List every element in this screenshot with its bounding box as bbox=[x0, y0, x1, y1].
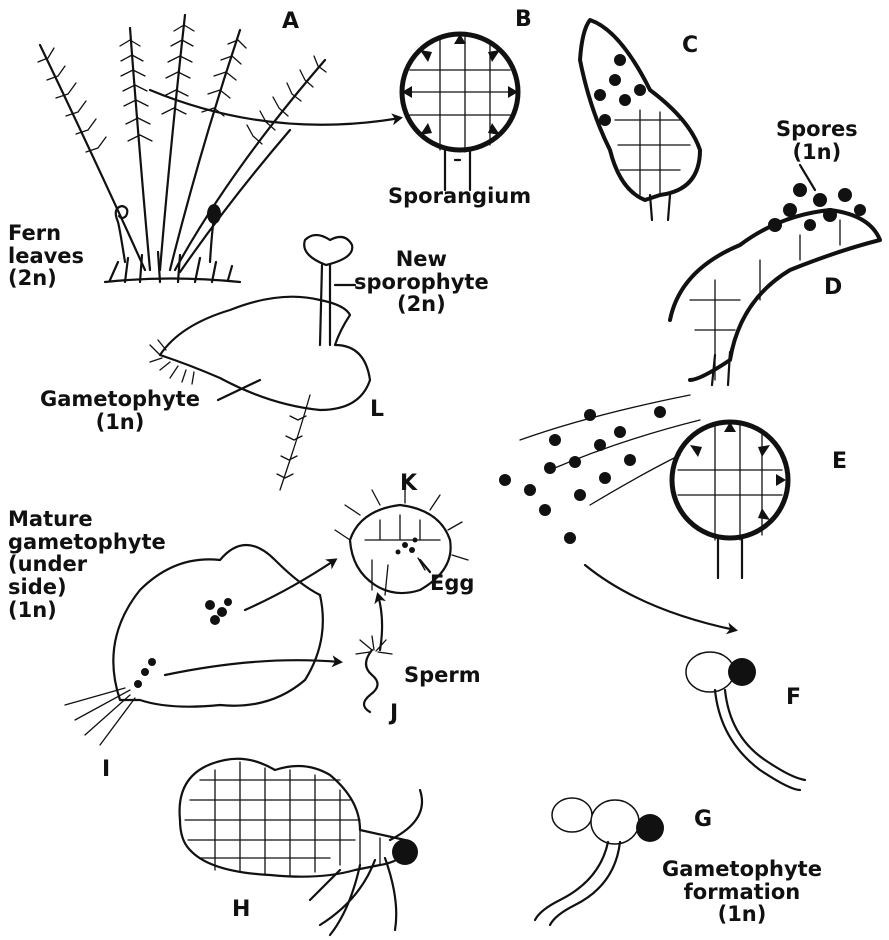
gametophyte-sporophyte-l-drawing bbox=[150, 235, 370, 490]
germinating-spore-f-drawing bbox=[686, 652, 805, 790]
mature-gametophyte-label: Mature gametophyte (under side) (1n) bbox=[8, 508, 166, 621]
panel-letter-g: G bbox=[694, 808, 712, 832]
egg-label: Egg bbox=[430, 572, 474, 595]
panel-letter-c: C bbox=[682, 34, 698, 58]
sporangium-label: Sporangium bbox=[388, 185, 531, 208]
panel-letter-i: I bbox=[102, 758, 110, 782]
panel-letter-d: D bbox=[824, 276, 842, 300]
fern-plant-drawing bbox=[38, 15, 400, 282]
panel-letter-l: L bbox=[370, 398, 384, 422]
gametophyte-formation-label: Gametophyte formation (1n) bbox=[662, 858, 822, 926]
panel-letter-a: A bbox=[282, 10, 299, 34]
panel-letter-j: J bbox=[390, 702, 398, 726]
young-gametophyte-h-drawing bbox=[180, 759, 422, 935]
gametophyte-label: Gametophyte (1n) bbox=[40, 388, 200, 433]
sporangium-d-drawing bbox=[670, 165, 880, 385]
panel-letter-b: B bbox=[515, 8, 532, 32]
panel-letter-k: K bbox=[400, 472, 417, 496]
new-sporophyte-label: New sporophyte (2n) bbox=[354, 248, 489, 316]
spores-label: Spores (1n) bbox=[776, 118, 858, 163]
sporangium-b-drawing bbox=[402, 34, 518, 190]
sporangium-e-drawing bbox=[499, 395, 788, 630]
fern-leaves-label: Fern leaves (2n) bbox=[8, 222, 84, 290]
sperm-label: Sperm bbox=[404, 664, 481, 687]
sperm-j-drawing bbox=[356, 595, 392, 712]
gametophyte-formation-g-drawing bbox=[535, 798, 664, 925]
panel-letter-f: F bbox=[786, 686, 801, 710]
panel-letter-h: H bbox=[232, 898, 250, 922]
panel-letter-e: E bbox=[832, 450, 847, 474]
